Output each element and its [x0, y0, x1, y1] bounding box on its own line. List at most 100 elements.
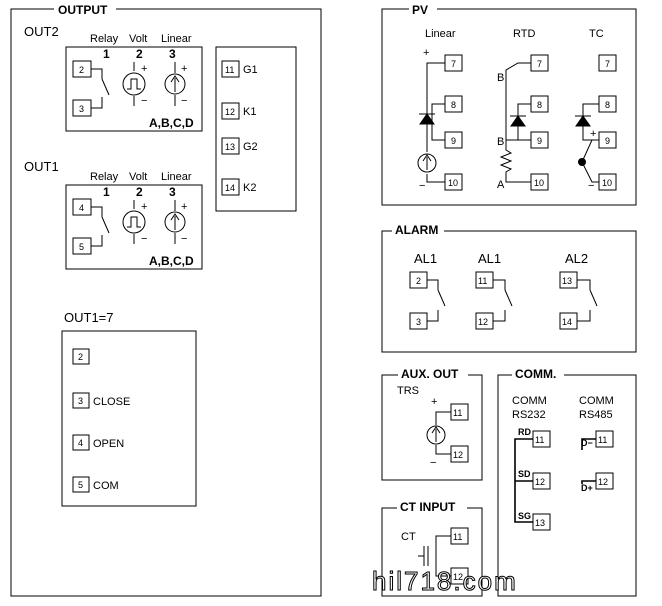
- alarm-g2-terminal-12: 12: [478, 317, 488, 327]
- ct-input-panel: CT INPUT CT 11 12: [381, 499, 483, 597]
- aux-terminal-12: 12: [453, 450, 463, 460]
- pv-rtd-a: A: [497, 179, 505, 191]
- svg-text:−: −: [181, 233, 187, 245]
- out1-7-com-label: COM: [93, 480, 119, 492]
- pv-linear-terminal-9: 9: [451, 136, 456, 146]
- out2-relay-label: Relay: [90, 33, 119, 45]
- ct-input-title: CT INPUT: [400, 500, 456, 514]
- pv-panel: PV Linear RTD TC 7 8 9 10 + − 7 8 9 10 B…: [381, 2, 637, 206]
- out2-label: OUT2: [24, 24, 59, 39]
- svg-text:+: +: [423, 47, 429, 59]
- pv-linear-terminal-10: 10: [448, 178, 458, 188]
- alarm-al2-label: AL2: [565, 251, 588, 266]
- svg-text:+: +: [181, 201, 187, 213]
- rs232-terminal-12: 12: [535, 477, 545, 487]
- pv-tc-label: TC: [589, 28, 604, 40]
- pv-rtd-b2: B: [497, 136, 504, 148]
- svg-text:+: +: [590, 128, 596, 140]
- gk-label-k2: K2: [243, 182, 256, 194]
- pv-tc-terminal-10: 10: [602, 178, 612, 188]
- rs232-terminal-11: 11: [535, 435, 544, 445]
- pv-linear-label: Linear: [425, 28, 456, 40]
- svg-text:+: +: [141, 63, 147, 75]
- aux-source-icon: [426, 425, 446, 445]
- out1-7-label: OUT1=7: [64, 310, 114, 325]
- pv-rtd-terminal-10: 10: [534, 178, 544, 188]
- svg-text:+: +: [431, 396, 437, 408]
- out2-volt-icon: [122, 72, 146, 96]
- rs232-terminal-13: 13: [535, 518, 545, 528]
- rs232-sg-label: SG: [518, 511, 531, 521]
- out1-7-terminal-3: 3: [78, 396, 83, 406]
- pv-rtd-diode-icon: [510, 115, 526, 127]
- comm-title: COMM.: [515, 367, 556, 381]
- gk-terminal-13: 13: [225, 142, 235, 152]
- svg-text:−: −: [181, 95, 187, 107]
- gk-terminal-14: 14: [225, 183, 235, 193]
- svg-text:−: −: [141, 233, 147, 245]
- ct-transformer-icon: [418, 546, 429, 566]
- rs485-terminal-11: 11: [598, 435, 607, 445]
- alarm-al1-b-label: AL1: [478, 251, 501, 266]
- ct-label: CT: [401, 531, 416, 543]
- out2-linear-icon: [164, 73, 186, 95]
- rs232-sd-label: SD: [518, 469, 531, 479]
- out2-terminal-2-label: 2: [79, 65, 84, 75]
- out1-7-terminal-5: 5: [78, 480, 83, 490]
- alarm-g3-terminal-14: 14: [562, 317, 572, 327]
- out2-terminal-3-label: 3: [79, 104, 84, 114]
- gk-terminal-12: 12: [225, 107, 235, 117]
- aux-out-panel: AUX. OUT TRS 11 12 + −: [381, 366, 483, 481]
- pv-title: PV: [412, 3, 428, 17]
- out2-num-2: 2: [136, 47, 143, 61]
- out1-relay-contact: [91, 206, 110, 247]
- out2-linear-label: Linear: [161, 33, 192, 45]
- out1-num-2: 2: [136, 185, 143, 199]
- out1-relay-label: Relay: [90, 171, 119, 183]
- pv-tc-terminal-9: 9: [605, 136, 610, 146]
- alarm-panel: ALARM AL1 AL1 AL2 2 3 11 12 13 14: [381, 222, 637, 353]
- out1-num-1: 1: [103, 185, 110, 199]
- gk-terminal-11: 11: [225, 65, 234, 75]
- pv-tc-terminal-7: 7: [605, 59, 610, 69]
- svg-text:−: −: [419, 180, 425, 192]
- out2-abcd: A,B,C,D: [149, 116, 194, 130]
- out2-num-1: 1: [103, 47, 110, 61]
- watermark-text: hil718.com: [372, 566, 518, 596]
- alarm-g3-contact: [577, 279, 598, 322]
- pv-linear-diode-icon: [419, 113, 435, 125]
- out1-7-open-label: OPEN: [93, 438, 124, 450]
- out2-num-3: 3: [169, 47, 176, 61]
- gk-label-g2: G2: [243, 141, 258, 153]
- out1-num-3: 3: [169, 185, 176, 199]
- rs485-d-minus-label: D−: [581, 438, 593, 448]
- svg-text:−: −: [588, 180, 594, 192]
- out1-terminal-4-label: 4: [79, 203, 84, 213]
- pv-frame: [381, 8, 637, 206]
- comm-panel: COMM. COMM RS232 COMM RS485 11 12 13 RD …: [497, 366, 637, 597]
- pv-rtd-resistor-icon: [499, 140, 531, 183]
- rs485-d-plus-label: D+: [581, 483, 593, 493]
- out1-7-terminal-2: 2: [78, 352, 83, 362]
- aux-trs-label: TRS: [397, 385, 419, 397]
- pv-tc-terminal-8: 8: [605, 100, 610, 110]
- output-title: OUTPUT: [58, 3, 108, 17]
- alarm-title: ALARM: [395, 223, 438, 237]
- rs485-terminal-12: 12: [598, 477, 608, 487]
- out1-linear-label: Linear: [161, 171, 192, 183]
- out1-7-terminal-4: 4: [78, 438, 83, 448]
- aux-out-title: AUX. OUT: [401, 367, 459, 381]
- out1-abcd: A,B,C,D: [149, 254, 194, 268]
- comm-rs232-l2: RS232: [512, 409, 546, 421]
- comm-rs232-l1: COMM: [512, 395, 547, 407]
- out1-label: OUT1: [24, 159, 59, 174]
- pv-rtd-label: RTD: [513, 28, 535, 40]
- out1-volt-icon: [122, 210, 146, 234]
- svg-text:+: +: [141, 201, 147, 213]
- comm-rs485-l2: RS485: [579, 409, 613, 421]
- pv-rtd-terminal-8: 8: [537, 100, 542, 110]
- alarm-g1-terminal-3: 3: [416, 317, 421, 327]
- aux-terminal-11: 11: [453, 408, 462, 418]
- alarm-g3-terminal-13: 13: [562, 276, 572, 286]
